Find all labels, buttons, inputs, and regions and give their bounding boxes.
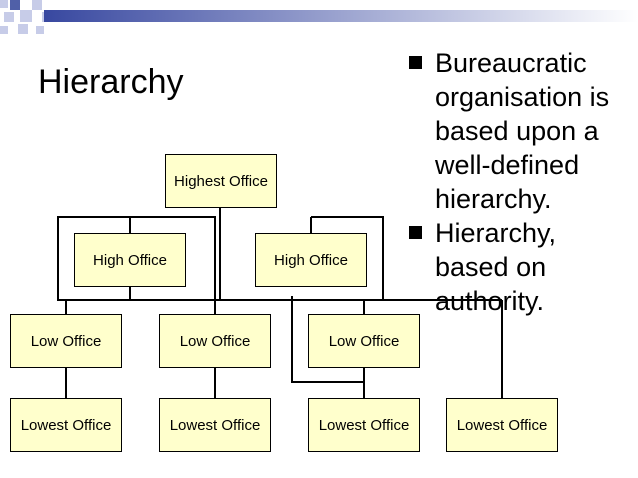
- node-highest-office: Highest Office: [165, 154, 277, 208]
- node-low-office-1: Low Office: [10, 314, 122, 368]
- bullet-item: Bureaucratic organisation is based upon …: [407, 46, 633, 216]
- node-high-office-2: High Office: [255, 233, 367, 287]
- node-lowest-office-2: Lowest Office: [159, 398, 271, 452]
- node-low-office-2: Low Office: [159, 314, 271, 368]
- node-low-office-3: Low Office: [308, 314, 420, 368]
- node-lowest-office-4: Lowest Office: [446, 398, 558, 452]
- bullet-list: Bureaucratic organisation is based upon …: [407, 46, 633, 318]
- square-bullet-icon: [409, 226, 422, 239]
- bullet-item: Hierarchy, based on authority.: [407, 216, 633, 318]
- node-lowest-office-1: Lowest Office: [10, 398, 122, 452]
- square-bullet-icon: [409, 56, 422, 69]
- node-high-office-1: High Office: [74, 233, 186, 287]
- node-lowest-office-3: Lowest Office: [308, 398, 420, 452]
- bullet-text: Bureaucratic organisation is based upon …: [435, 48, 610, 214]
- header-decoration: [0, 0, 638, 34]
- slide-title: Hierarchy: [38, 63, 184, 101]
- bullet-text: Hierarchy, based on authority.: [435, 218, 557, 316]
